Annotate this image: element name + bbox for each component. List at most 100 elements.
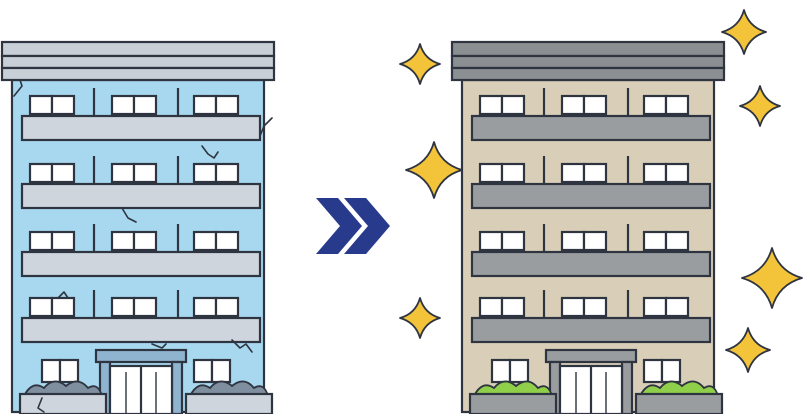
window bbox=[28, 94, 54, 116]
window bbox=[28, 162, 54, 184]
planter bbox=[634, 380, 724, 414]
balcony bbox=[20, 250, 262, 278]
chevron-icon bbox=[344, 198, 390, 254]
window bbox=[478, 230, 504, 252]
floor bbox=[470, 224, 712, 278]
window bbox=[582, 94, 608, 116]
floor bbox=[470, 290, 712, 344]
window bbox=[642, 162, 668, 184]
window bbox=[500, 94, 526, 116]
window bbox=[50, 162, 76, 184]
window bbox=[40, 358, 62, 384]
window bbox=[660, 358, 682, 384]
window bbox=[214, 230, 240, 252]
floor bbox=[470, 156, 712, 210]
balcony bbox=[470, 250, 712, 278]
planter-box bbox=[634, 392, 724, 414]
window bbox=[214, 162, 240, 184]
shrub bbox=[188, 380, 270, 397]
balcony bbox=[470, 114, 712, 142]
after-building bbox=[450, 40, 726, 414]
chevron-icon bbox=[316, 198, 362, 254]
sparkle-icon bbox=[725, 327, 771, 373]
window bbox=[214, 94, 240, 116]
crack bbox=[231, 339, 253, 353]
crack bbox=[37, 397, 45, 413]
window bbox=[642, 230, 668, 252]
roof-slab bbox=[450, 54, 726, 70]
window bbox=[110, 162, 136, 184]
shrub bbox=[472, 380, 554, 397]
floor bbox=[20, 156, 262, 210]
crack bbox=[201, 145, 219, 159]
window bbox=[560, 162, 586, 184]
window bbox=[664, 296, 690, 318]
window bbox=[642, 358, 664, 384]
window bbox=[110, 230, 136, 252]
sparkle-icon bbox=[399, 297, 441, 339]
window bbox=[664, 94, 690, 116]
floor bbox=[470, 88, 712, 142]
window bbox=[192, 230, 218, 252]
window bbox=[642, 94, 668, 116]
roof-slab bbox=[0, 40, 276, 58]
balcony bbox=[470, 182, 712, 210]
window bbox=[28, 296, 54, 318]
double-chevron-right-icon bbox=[316, 198, 390, 254]
window bbox=[192, 296, 218, 318]
window bbox=[500, 296, 526, 318]
window bbox=[664, 230, 690, 252]
window bbox=[132, 230, 158, 252]
balcony bbox=[20, 316, 262, 344]
floor bbox=[20, 88, 262, 142]
window bbox=[50, 296, 76, 318]
roof-slab bbox=[450, 66, 726, 82]
window bbox=[110, 296, 136, 318]
entrance-post bbox=[170, 360, 184, 414]
crack bbox=[259, 117, 273, 137]
planter-box bbox=[184, 392, 274, 414]
balcony bbox=[20, 114, 262, 142]
window bbox=[478, 296, 504, 318]
before-building bbox=[0, 40, 276, 414]
sparkles bbox=[399, 9, 803, 373]
window bbox=[478, 94, 504, 116]
window bbox=[582, 230, 608, 252]
planter-box bbox=[18, 392, 108, 414]
window bbox=[192, 94, 218, 116]
planter bbox=[468, 380, 558, 414]
crack bbox=[121, 207, 137, 223]
window bbox=[132, 296, 158, 318]
roof-slab bbox=[0, 66, 276, 82]
sparkle-icon bbox=[739, 85, 781, 127]
window bbox=[664, 162, 690, 184]
window bbox=[50, 230, 76, 252]
floor bbox=[20, 224, 262, 278]
balcony bbox=[470, 316, 712, 344]
window bbox=[560, 230, 586, 252]
roof-slab bbox=[450, 40, 726, 58]
window bbox=[210, 358, 232, 384]
window bbox=[642, 296, 668, 318]
window bbox=[560, 94, 586, 116]
window bbox=[58, 358, 80, 384]
window bbox=[500, 230, 526, 252]
sparkle-icon bbox=[721, 9, 767, 55]
sparkle-icon bbox=[741, 247, 803, 309]
sparkle-icon bbox=[399, 43, 441, 85]
balcony bbox=[20, 182, 262, 210]
entrance-canopy bbox=[94, 348, 188, 364]
window bbox=[50, 94, 76, 116]
window bbox=[192, 162, 218, 184]
window bbox=[132, 162, 158, 184]
window bbox=[110, 94, 136, 116]
window bbox=[478, 162, 504, 184]
window bbox=[490, 358, 512, 384]
window bbox=[582, 162, 608, 184]
planter bbox=[184, 380, 274, 414]
floor bbox=[20, 290, 262, 344]
crack bbox=[151, 343, 167, 349]
sparkle-icon bbox=[405, 141, 463, 199]
window bbox=[500, 162, 526, 184]
